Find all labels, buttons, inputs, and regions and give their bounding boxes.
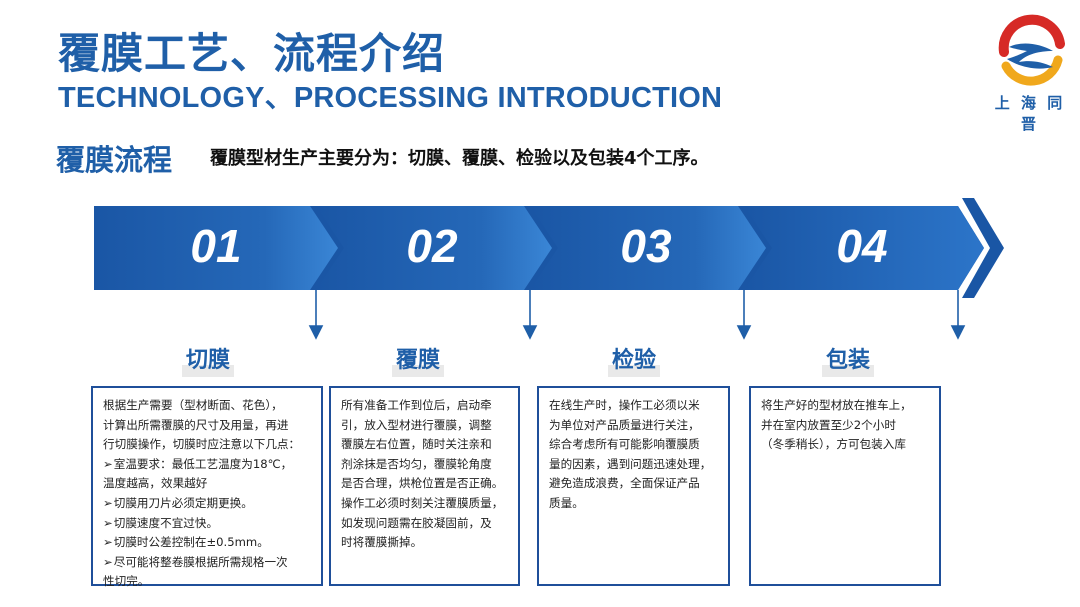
text-line: 并在室内放置至少2个小时 <box>761 417 896 432</box>
tongjin-logo-icon <box>995 14 1069 110</box>
page-title: 覆膜工艺、流程介绍 <box>58 29 446 78</box>
text-line: 根据生产需要（型材断面、花色）， <box>103 398 283 412</box>
banner-segment-3 <box>530 206 766 290</box>
text-line: （冬季稍长），方可包装入库 <box>761 437 906 452</box>
text-line: 计算出所需覆膜的尺寸及用量，再进 <box>103 417 289 432</box>
text-line: 行切膜操作，切膜时应注意以下几点： <box>103 437 301 452</box>
step-description-4: 将生产好的型材放在推车上， 并在室内放置至少2个小时 （冬季稍长），方可包装入库 <box>749 386 941 586</box>
text-line: 综合考虑所有可能影响覆膜质 <box>549 437 700 452</box>
bullet-line: 室温要求：最低工艺温度为18℃， <box>103 455 313 475</box>
bullet-line: 切膜时公差控制在±0.5mm。 <box>103 533 313 553</box>
stage-title-1: 切膜 <box>148 342 268 377</box>
bullet-line: 切膜速度不宜过快。 <box>103 514 313 534</box>
text-line: 温度越高，效果越好 <box>103 476 208 491</box>
text-line: 时将覆膜撕掉。 <box>341 535 423 550</box>
logo-text: 上 海 同 晋 <box>994 94 1066 133</box>
step-arrow-1-icon <box>308 290 324 340</box>
text-line: 操作工必须时刻关注覆膜质量， <box>341 495 504 510</box>
process-banner: 01 02 03 04 <box>94 198 1010 342</box>
text-line: 性切完。 <box>103 574 150 589</box>
step-number-2: 02 <box>406 220 458 272</box>
step-number-4: 04 <box>836 220 887 272</box>
step-number-1: 01 <box>190 220 241 272</box>
text-line: 量的因素，遇到问题迅速处理， <box>549 456 712 471</box>
text-line: 将生产好的型材放在推车上， <box>761 398 912 412</box>
step-arrow-3-icon <box>736 290 752 340</box>
step-arrow-2-icon <box>522 290 538 340</box>
step-description-1: 根据生产需要（型材断面、花色）， 计算出所需覆膜的尺寸及用量，再进 行切膜操作，… <box>91 386 323 588</box>
stage-title-3: 检验 <box>574 342 694 377</box>
text-line: 如发现问题需在胶凝固前，及 <box>341 515 492 530</box>
stage-title-2: 覆膜 <box>358 342 478 377</box>
banner-segment-2 <box>316 206 552 290</box>
banner-segment-1 <box>94 206 338 290</box>
bullet-line: 切膜用刀片必须定期更换。 <box>103 494 313 514</box>
text-line: 引，放入型材进行覆膜，调整 <box>341 417 492 432</box>
text-line: 剂涂抹是否均匀，覆膜轮角度 <box>341 456 492 471</box>
text-line: 为单位对产品质量进行关注， <box>549 417 700 432</box>
section-intro: 覆膜型材生产主要分为：切膜、覆膜、检验以及包装4个工序。 <box>210 148 709 169</box>
step-arrow-4-icon <box>950 290 966 340</box>
step-description-3: 在线生产时，操作工必须以米 为单位对产品质量进行关注， 综合考虑所有可能影响覆膜… <box>537 386 730 586</box>
page-subtitle-english: TECHNOLOGY、PROCESSING INTRODUCTION <box>58 82 723 114</box>
section-heading: 覆膜流程 <box>56 143 173 177</box>
text-line: 质量。 <box>549 495 584 510</box>
text-line: 是否合理，烘枪位置是否正确。 <box>341 476 504 491</box>
text-line: 所有准备工作到位后，启动牵 <box>341 398 492 412</box>
banner-segment-4 <box>744 206 984 290</box>
banner-end-chevron <box>962 198 1004 298</box>
step-description-2: 所有准备工作到位后，启动牵 引，放入型材进行覆膜，调整 覆膜左右位置，随时关注亲… <box>329 386 520 586</box>
text-line: 在线生产时，操作工必须以米 <box>549 398 700 412</box>
bullet-line: 尽可能将整卷膜根据所需规格一次 <box>103 553 313 573</box>
stage-title-4: 包装 <box>788 342 908 377</box>
step-number-3: 03 <box>620 220 672 272</box>
text-line: 覆膜左右位置，随时关注亲和 <box>341 437 492 452</box>
text-line: 避免造成浪费，全面保证产品 <box>549 476 700 491</box>
